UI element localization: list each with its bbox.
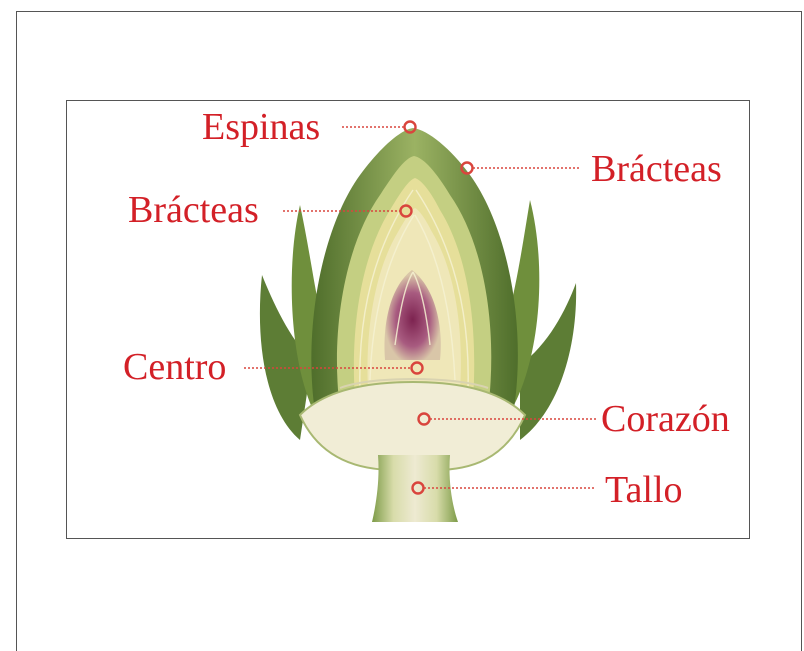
- label-centro: Centro: [123, 348, 226, 386]
- label-tallo: Tallo: [605, 471, 683, 509]
- label-bracteas-right: Brácteas: [591, 150, 722, 188]
- label-espinas: Espinas: [202, 108, 320, 146]
- label-bracteas-left: Brácteas: [128, 191, 259, 229]
- label-corazon: Corazón: [601, 400, 730, 438]
